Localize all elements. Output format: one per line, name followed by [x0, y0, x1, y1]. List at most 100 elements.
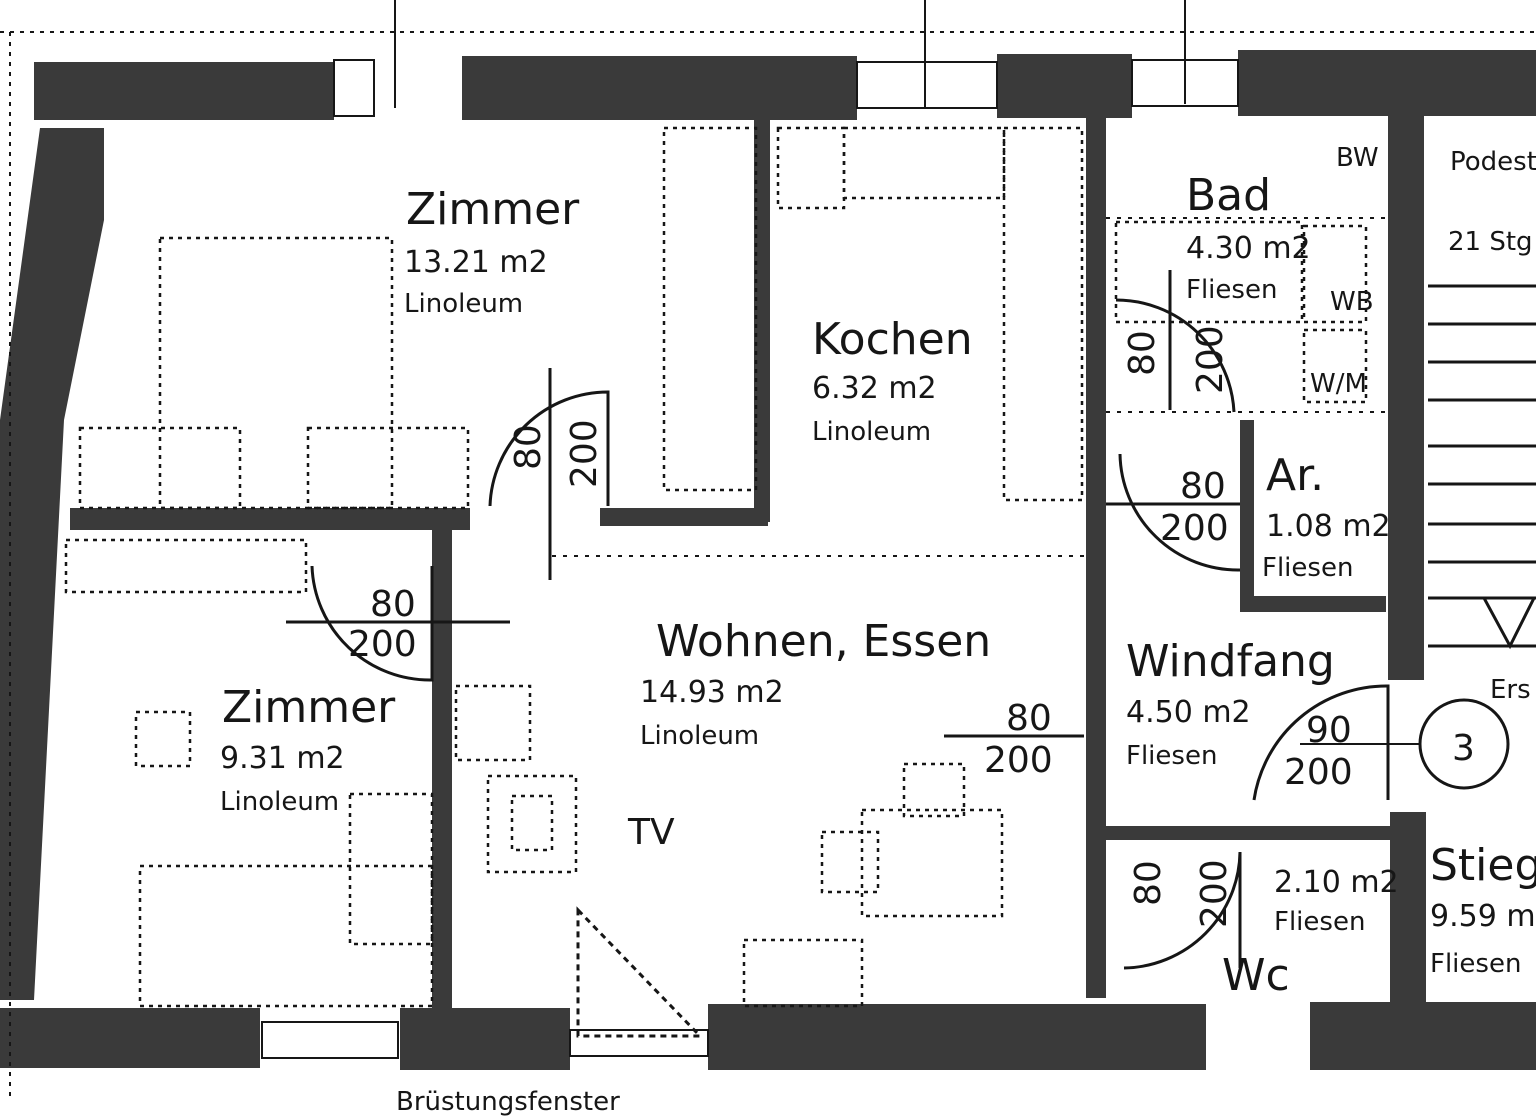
wall-bath-left [1086, 118, 1106, 998]
nightstand-left [78, 426, 242, 510]
room-kochen-floor: Linoleum [812, 417, 931, 447]
door-swing-entrance [1252, 684, 1390, 801]
wall-ar-left [1240, 420, 1254, 610]
room-wohnen-name: Wohnen, Essen [656, 616, 991, 667]
wall-left [0, 128, 104, 1000]
room-zimmer-bottom-floor: Linoleum [220, 787, 339, 817]
room-wc-floor: Fliesen [1274, 907, 1365, 937]
wall-top-stair [1238, 50, 1536, 116]
door-zimmer-bottom-width: 80 [370, 584, 416, 625]
door-ar-width: 80 [1180, 466, 1226, 507]
dining-chair-left [820, 830, 880, 894]
door-bad-height: 200 [1190, 325, 1231, 394]
wall-kitchen-bottom [600, 508, 768, 526]
room-podest-steps: 21 Stg [1448, 227, 1533, 257]
window-top-kitchen [856, 61, 998, 109]
label-wb: WB [1330, 287, 1374, 317]
room-bad-name: Bad [1186, 170, 1271, 221]
wall-bottom-right [1310, 1002, 1536, 1070]
room-zimmer-bottom-name: Zimmer [222, 682, 396, 733]
door-swing-zimmer-top [488, 390, 610, 507]
nightstand-right [306, 426, 470, 510]
wall-zimmer-horizontal [70, 508, 470, 530]
room-windfang-area: 4.50 m2 [1126, 695, 1251, 730]
stair-arrow-icon [1481, 596, 1536, 650]
room-wohnen-area: 14.93 m2 [640, 675, 784, 710]
door-swing-ar [1118, 453, 1241, 572]
chair-zimmer-bottom [134, 710, 192, 768]
wall-stair-left [1388, 110, 1424, 680]
door-wohnen-height: 200 [984, 740, 1053, 781]
bath-washer [1302, 328, 1368, 404]
wall-zimmer-divider [432, 520, 452, 1020]
wall-top-right [997, 54, 1132, 118]
dining-table [860, 808, 1004, 918]
tv-cabinet [486, 774, 578, 874]
wall-bottom-left [0, 1008, 260, 1068]
bath-tub [1114, 220, 1304, 324]
room-ar-floor: Fliesen [1262, 553, 1353, 583]
window-bottom-left [261, 1021, 399, 1059]
shelf-living [454, 684, 532, 762]
room-windfang-name: Windfang [1126, 636, 1335, 687]
partition-lines [552, 217, 1388, 557]
bed-zimmer-top [158, 236, 394, 510]
wall-bottom-mid [400, 1008, 570, 1070]
window-top-left [333, 59, 375, 117]
window-door-swing [576, 906, 704, 1038]
door-wohnen-width: 80 [1006, 698, 1052, 739]
door-zimmer-top-height: 200 [564, 419, 605, 488]
kitchen-top [842, 126, 1006, 200]
sofa [742, 938, 864, 1008]
room-ar-name: Ar. [1266, 450, 1324, 501]
door-wc-height: 200 [1194, 859, 1235, 928]
room-zimmer-top-area: 13.21 m2 [404, 245, 548, 280]
room-stiege-area: 9.59 m2 [1430, 899, 1536, 934]
label-tv: TV [627, 812, 675, 853]
tv-screen [510, 794, 554, 852]
room-zimmer-top-name: Zimmer [406, 184, 580, 235]
door-entrance-height: 200 [1284, 752, 1353, 793]
desk-zimmer-bottom [348, 792, 434, 946]
bed-zimmer-bottom [138, 864, 434, 1008]
door-bad-width: 80 [1122, 330, 1163, 376]
door-swing-wc [1123, 851, 1242, 970]
wardrobe-zimmer-bottom [64, 538, 308, 594]
kitchen-counter-left [776, 126, 846, 210]
wall-kitchen-left [754, 110, 770, 522]
label-ers: Ers [1490, 675, 1531, 705]
door-swing-zimmer-bottom [310, 565, 434, 682]
door-entrance-width: 90 [1306, 710, 1352, 751]
room-zimmer-top-floor: Linoleum [404, 289, 523, 319]
furniture [64, 126, 1368, 1008]
wall-ar-bottom [1240, 596, 1386, 612]
wall-top-left [34, 62, 334, 120]
door-ar-height: 200 [1160, 508, 1229, 549]
room-stiege-floor: Fliesen [1430, 949, 1521, 979]
wall-wc-top [1104, 826, 1394, 840]
room-windfang-floor: Fliesen [1126, 741, 1217, 771]
wall-top-middle [462, 56, 857, 120]
door-wc-width: 80 [1128, 860, 1169, 906]
room-wohnen-floor: Linoleum [640, 721, 759, 751]
label-wm: W/M [1310, 369, 1367, 399]
section-marker-label: 3 [1452, 728, 1475, 769]
room-bad-floor: Fliesen [1186, 275, 1277, 305]
wardrobe-zimmer-top [662, 126, 758, 492]
bath-vanity [1302, 224, 1368, 324]
dining-chair-top [902, 762, 966, 818]
room-ar-area: 1.08 m2 [1266, 509, 1391, 544]
room-zimmer-bottom-area: 9.31 m2 [220, 741, 345, 776]
walls [0, 50, 1536, 1070]
wall-stair-lower [1390, 812, 1426, 1012]
stair-treads [1428, 284, 1536, 648]
room-wc-name: Wc [1222, 950, 1290, 1001]
window-bottom-door [569, 1029, 709, 1057]
label-window-bottom: Brüstungsfenster [396, 1087, 620, 1116]
door-swing-bad [1115, 298, 1236, 413]
room-kochen-area: 6.32 m2 [812, 371, 937, 406]
door-zimmer-bottom-height: 200 [348, 624, 417, 665]
door-swings [286, 270, 1390, 1038]
